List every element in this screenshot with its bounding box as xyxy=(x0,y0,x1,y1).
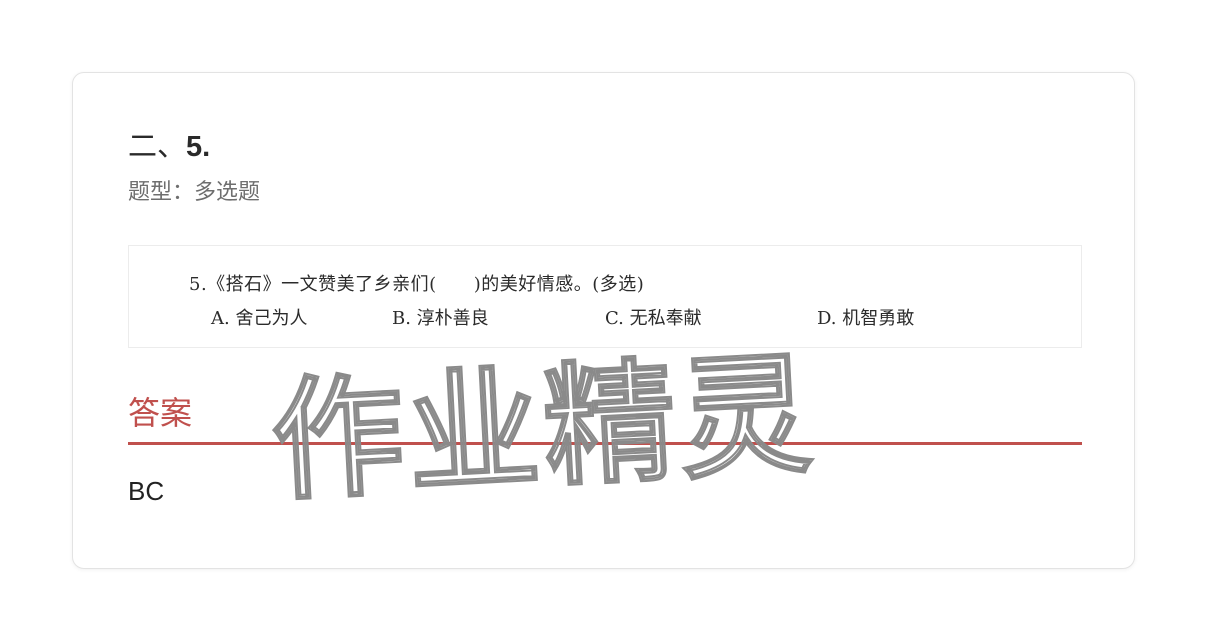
question-card: 二、5. 题型：多选题 5.《搭石》一文赞美了乡亲们( )的美好情感。(多选) … xyxy=(72,72,1135,569)
question-section: 二、 xyxy=(128,131,187,163)
answer-divider xyxy=(128,442,1082,445)
question-type: 题型：多选题 xyxy=(128,177,260,207)
question-image: 5.《搭石》一文赞美了乡亲们( )的美好情感。(多选) A. 舍己为人 B. 淳… xyxy=(128,245,1082,348)
question-stem: 5.《搭石》一文赞美了乡亲们( )的美好情感。(多选) xyxy=(189,274,645,295)
question-type-value: 多选题 xyxy=(194,179,261,204)
question-title: 二、5. xyxy=(128,129,210,165)
answer-heading: 答案 xyxy=(128,394,193,432)
answer-value: BC xyxy=(128,476,165,506)
option-a: A. 舍己为人 xyxy=(211,308,308,329)
question-type-label: 题型： xyxy=(128,179,195,204)
option-b: B. 淳朴善良 xyxy=(392,308,489,329)
option-d: D. 机智勇敢 xyxy=(817,308,915,329)
option-c: C. 无私奉献 xyxy=(605,308,702,329)
question-number: 5. xyxy=(186,131,211,163)
